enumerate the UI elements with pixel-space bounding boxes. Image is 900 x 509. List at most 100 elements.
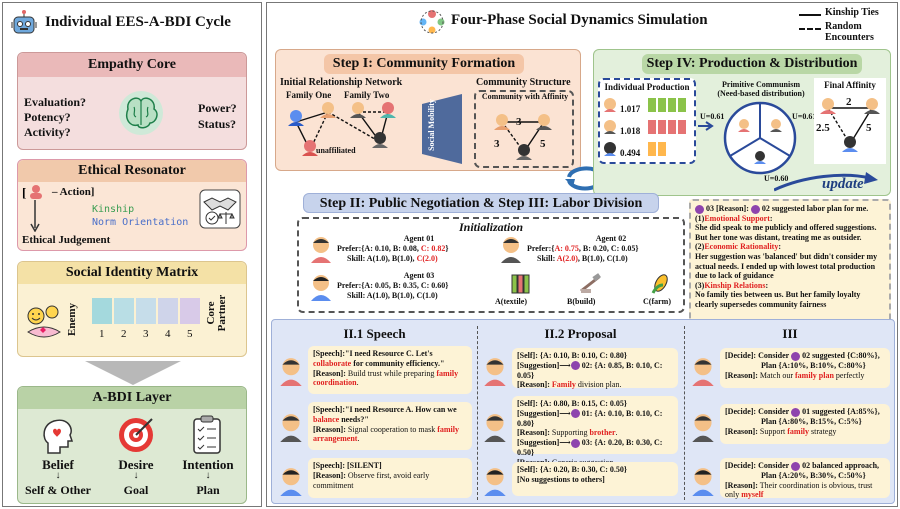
legend-kinship: Kinship Ties — [825, 7, 879, 18]
scale-1: 1 — [99, 328, 105, 340]
proposal-card-3: [Self]: {A: 0.20, B: 0.30, C: 0.50} [No … — [512, 462, 678, 496]
feedback-header: 03 [Reason]: 02 suggested labor plan for… — [695, 204, 885, 214]
decide-1-r-a: Match our — [757, 370, 795, 380]
speech-3-reason-a: Observe first, avoid early commitment — [313, 470, 430, 490]
proposal-2-sugg-2: 03: {A: 0.20, B: 0.30, C: 0.50} — [517, 438, 663, 457]
decide-avatar-2 — [690, 412, 716, 442]
distribution-arrow-icon — [698, 118, 714, 131]
speech-card-3: [Speech]: [SILENT] [Reason]: Observe fir… — [308, 458, 472, 498]
affinity-value-1: 3 — [516, 116, 522, 128]
community-structure-label: Community Structure — [476, 77, 571, 88]
decide-2-plan: Plan {A:80%, B:15%, C:5%} — [761, 416, 862, 426]
agent-02-skill-rest: , B(1.0), C(1.0) — [577, 254, 628, 263]
intention-arrow: ↓ — [205, 470, 211, 481]
speech-card-1: [Speech]:"I need Resource C. Let's colla… — [308, 346, 472, 394]
resource-b: B(build) — [567, 297, 596, 306]
family-one-label: Family One — [286, 90, 332, 100]
speech-1-reason-a: Build trust while preparing — [345, 368, 437, 378]
robot-icon — [9, 9, 39, 39]
speech-avatar-3 — [278, 466, 304, 496]
col-divider-1 — [477, 326, 478, 500]
decide-2-r-b: family — [787, 426, 810, 436]
decide-3-a: Consider — [756, 461, 792, 470]
step1-box: Step I: Community Formation Initial Rela… — [275, 49, 581, 171]
individual-production-label: Individual Production — [604, 82, 690, 92]
label-enemy: Enemy — [66, 303, 78, 336]
community-graph — [494, 114, 552, 160]
legend-kinship-line — [799, 14, 821, 16]
agent-02-skill-a: A(2.0) — [556, 254, 578, 263]
speech-3-lbl: [Speech]: — [313, 461, 345, 470]
speech-3-reason-lbl: [Reason]: — [313, 470, 346, 480]
feedback-p2-title: Economic Rationality — [704, 242, 779, 252]
build-icon — [579, 273, 601, 295]
proposal-2-reason1-b: brother — [589, 428, 616, 438]
proposal-avatar-1 — [482, 356, 508, 386]
agent-02-avatar — [499, 235, 523, 263]
intention-label: Intention — [182, 457, 234, 472]
initialization-box: Initialization Agent 01 Prefer:{A: 0.10,… — [297, 217, 685, 313]
production-1: 1.017 — [620, 104, 641, 114]
checklist-icon — [190, 415, 226, 455]
feedback-p1-text: She did speak to me publicly and offered… — [695, 223, 877, 242]
agent-01-prefer: Prefer:{A: 0.10, B: 0.08, C: 0.82} — [337, 244, 448, 253]
decide-1-a: Consider — [756, 351, 792, 360]
proposal-3-none: [No suggestions to others] — [517, 474, 605, 484]
feedback-p3-text: No family ties between us. But her famil… — [695, 290, 861, 309]
scale-numbers: 1 2 3 4 5 — [92, 328, 202, 342]
empathy-core-title: Empathy Core — [18, 53, 246, 77]
decide-1-r-b: family plan — [795, 370, 834, 380]
social-identity-title: Social Identity Matrix — [18, 262, 246, 284]
agent-03-skill: Skill: A(1.0), B(1.0), C(1.0) — [347, 291, 438, 300]
community-affinity-label: Community with Affinity — [481, 92, 569, 101]
proposal-2-reason1-c: . — [615, 428, 618, 438]
speech-1-b: collaborate — [313, 358, 352, 368]
social-mobility-label: Social Mobility — [427, 99, 436, 151]
feedback-header-prefix: 03 [Reason]: — [706, 204, 749, 213]
agent-02-icon — [791, 461, 801, 471]
feedback-p2-label: (2) — [695, 242, 705, 252]
agent-02-prefer-rest: , B: 0.20, C: 0.05} — [578, 244, 639, 253]
decide-avatar-1 — [690, 356, 716, 386]
social-mobility-shape — [422, 94, 462, 164]
decide-1-reason-lbl: [Reason]: — [725, 370, 758, 380]
decide-2-lbl: [Decide]: — [725, 407, 757, 416]
agent-02-skill: Skill: A(2.0), B(1.0), C(1.0) — [537, 254, 628, 263]
proposal-card-1: [Self]: {A: 0.10, B: 0.10, C: 0.80} [Sug… — [512, 348, 678, 389]
decide-2-r-c: strategy — [809, 426, 837, 436]
production-2: 1.018 — [620, 126, 641, 136]
belief-label: Belief — [42, 457, 74, 472]
agent-01-icon — [791, 407, 801, 417]
agent-02-prefer-a: A: 0.75 — [554, 244, 579, 253]
speech-3-a: [SILENT] — [345, 461, 382, 470]
decide-2-r-a: Support — [757, 426, 788, 436]
agent-01-name: Agent 01 — [403, 234, 435, 243]
feedback-p2-title-row: (2)Economic Rationality: — [695, 242, 781, 252]
agent-02-icon — [570, 361, 580, 371]
proposal-2-sugg-lbl-2: [Suggestion] — [517, 438, 560, 447]
production-icons — [604, 98, 686, 156]
big-down-arrow-icon — [85, 361, 181, 385]
agent-03-icon — [570, 438, 580, 448]
community-affinity-box: Community with Affinity 3 3 5 — [474, 90, 574, 168]
feedback-p3-title-row: (3)Kinship Relations: — [695, 280, 769, 290]
speech-1-reason-b: family coordination — [313, 368, 459, 388]
community-people-icon — [417, 7, 447, 37]
agent-01-skill: Skill: A(1.0), B(1.0), C(2.0) — [347, 254, 438, 263]
step1-title: Step I: Community Formation — [324, 54, 524, 74]
label-potency: Potency? — [24, 110, 71, 124]
speech-2-reason-lbl: [Reason]: — [313, 424, 346, 434]
abdi-layer-box: A-BDI Layer Belief ↓ Self & Other Desire… — [17, 386, 247, 504]
scale-5: 5 — [187, 328, 193, 340]
left-panel: Individual EES-A-BDI Cycle Empathy Core … — [2, 2, 262, 507]
speech-title: II.1 Speech — [343, 326, 406, 341]
decide-card-1: [Decide]: Consider 02 suggested {C:80%},… — [720, 348, 890, 388]
step4-box: Step IV: Production & Distribution Indiv… — [593, 49, 891, 196]
empathy-core-box: Empathy Core Evaluation? Potency? Activi… — [17, 52, 247, 150]
left-title: Individual EES-A-BDI Cycle — [45, 14, 231, 30]
agent-01-avatar — [309, 235, 333, 263]
desire-label: Desire — [118, 457, 154, 472]
proposal-avatar-3 — [482, 466, 508, 496]
farm-icon — [649, 273, 671, 295]
speech-2-b: balance — [313, 414, 340, 424]
